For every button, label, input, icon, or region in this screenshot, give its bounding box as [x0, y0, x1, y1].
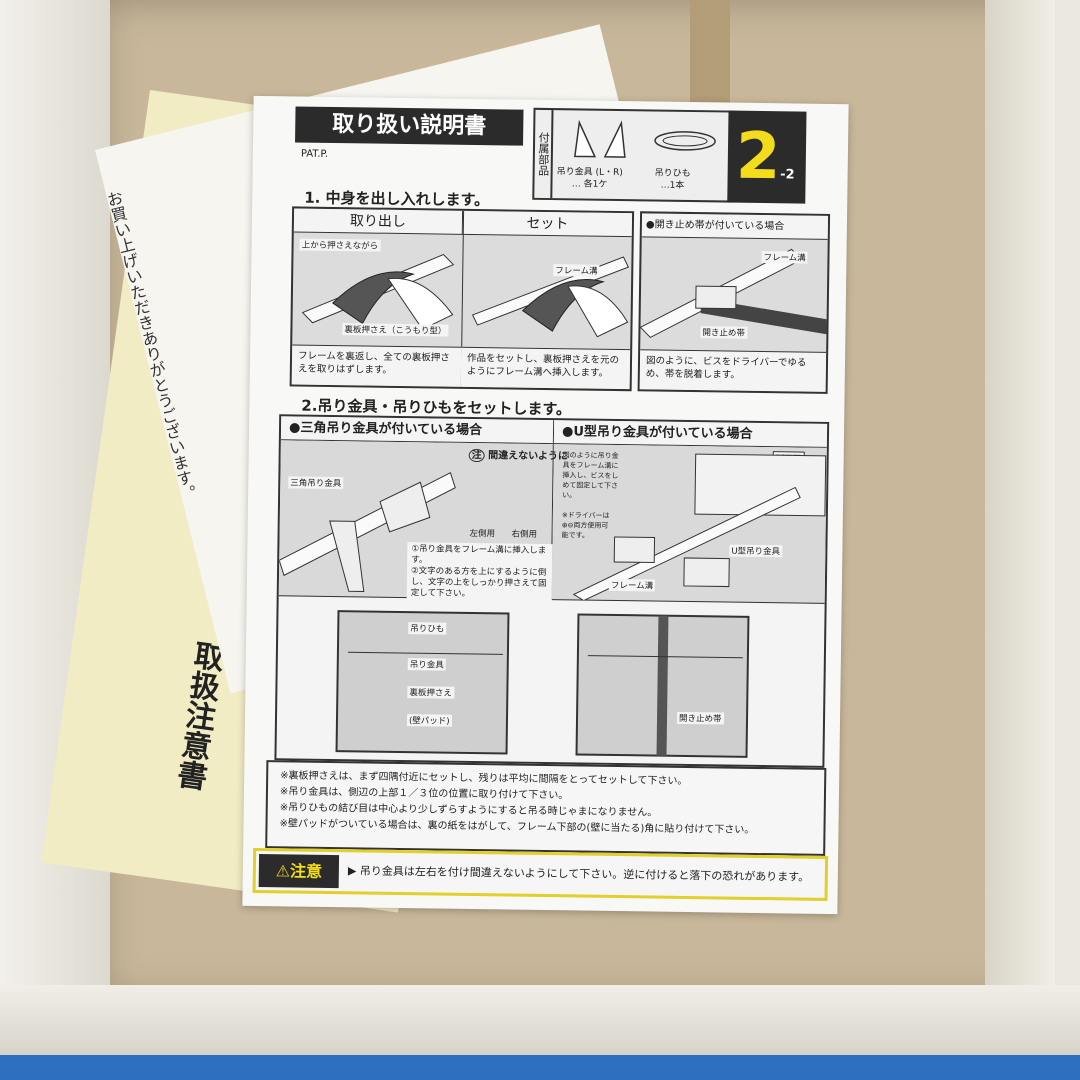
label-frame-groove: フレーム溝: [553, 264, 600, 277]
label-back-clip: 裏板押さえ（こうもり型）: [342, 323, 449, 337]
caption-remove: フレームを裏返し、全ての裏板押さえを取りはずします。: [291, 344, 462, 387]
triangle-steps: ①吊り金具をフレーム溝に挿入します。②文字のある方を上にするように倒し、文字の上…: [406, 542, 553, 604]
strap-illustration: [640, 248, 831, 339]
manual-title: 取り扱い説明書: [295, 106, 524, 146]
box-seam: [690, 0, 730, 110]
part-name: 吊り金具 (L・R): [556, 167, 623, 179]
label-u-hanger: U型吊り金具: [729, 544, 783, 558]
diagram-label-back-clip: 裏板押さえ: [407, 686, 454, 699]
label-triangle-hanger: 三角吊り金具: [288, 476, 344, 490]
label-right-use: 右側用: [511, 529, 538, 540]
caption-set: 作品をセットし、裏板押さえを元のようにフレーム溝へ挿入します。: [460, 346, 631, 390]
part-qty: …1本: [660, 180, 685, 191]
step-2: ②文字のある方を上にするように倒し、文字の上をしっかり押さえて固定して下さい。: [410, 566, 547, 599]
panel-header-set: セット: [462, 210, 633, 238]
step-1: ①吊り金具をフレーム溝に挿入します。: [411, 544, 547, 566]
frame-back-diagram: [335, 610, 750, 758]
caution-note: 注 間違えないように: [468, 448, 568, 463]
model-number-suffix: -2: [780, 167, 795, 183]
box-right-wall: [985, 0, 1055, 1010]
diagram-label-cord: 吊りひも: [408, 622, 447, 635]
part-cord: 吊りひも…1本: [654, 167, 691, 192]
notes-box: ※裏板押さえは、まず四隅付近にセットし、残りは平均に間隔をとってセットして下さい…: [265, 760, 827, 856]
parts-box: 付属部品 吊り金具 (L・R)… 各1ケ 吊りひも…1本: [532, 107, 734, 203]
part-qty: … 各1ケ: [571, 179, 608, 190]
patent-label: PAT.P.: [300, 148, 329, 160]
model-number: 2-2: [727, 110, 807, 204]
parts-label: 付属部品: [534, 109, 554, 199]
instruction-sheet: 取り扱い説明書 PAT.P. 付属部品 吊り金具 (L・R)… 各1ケ 吊りひも…: [242, 95, 849, 915]
caption-strap: 図のように、ビスをドライバーでゆるめ、帯を脱着します。: [639, 349, 827, 392]
triangle-hanger-illustration: [278, 471, 456, 592]
caution-mark: 注: [468, 448, 485, 463]
part-name: 吊りひも: [654, 168, 691, 179]
panel-header-strap: ●開き止め帯が付いている場合: [641, 213, 829, 240]
hanger-bracket-icon: [574, 119, 626, 158]
part-hanger: 吊り金具 (L・R)… 各1ケ: [556, 166, 623, 191]
diagram-label-wall-pad: (壁パッド): [406, 714, 452, 727]
panel-header-remove: 取り出し: [293, 208, 464, 235]
frame-illustration: [301, 253, 630, 338]
u-hanger-illustration: [572, 453, 827, 602]
label-strap: 開き止め帯: [700, 326, 748, 339]
section2-panel: ●三角吊り金具が付いている場合 ●U型吊り金具が付いている場合 三角吊り金具 注…: [274, 414, 830, 768]
model-number-main: 2: [735, 119, 781, 195]
warning-text: ▶ 吊り金具は左右を付け間違えないようにして下さい。逆に付けると落下の恐れがあり…: [347, 864, 810, 884]
hanging-cord-icon: [654, 131, 716, 151]
label-frame-groove-3: フレーム溝: [608, 578, 656, 592]
section1-strap-panel: ●開き止め帯が付いている場合 フレーム溝 開き止め帯 図のように、ビスをドライバ…: [637, 211, 831, 394]
warning-tag: ⚠注意: [258, 854, 340, 889]
diagram-label-hanger: 吊り金具: [407, 658, 446, 671]
label-frame-groove-2: フレーム溝: [761, 250, 808, 264]
label-press: 上から押さえながら: [299, 238, 381, 252]
diagram-label-strap: 開き止め帯: [676, 711, 724, 725]
section1-left-panel: 取り出し セット 上から押さえながら 裏板押さえ（こうもり型） フレーム溝 フレ…: [289, 206, 635, 392]
box-front-wall: [0, 985, 1080, 1055]
warning-box: ⚠注意 ▶ 吊り金具は左右を付け間違えないようにして下さい。逆に付けると落下の恐…: [252, 847, 829, 901]
label-left-use: 左側用: [469, 528, 496, 540]
